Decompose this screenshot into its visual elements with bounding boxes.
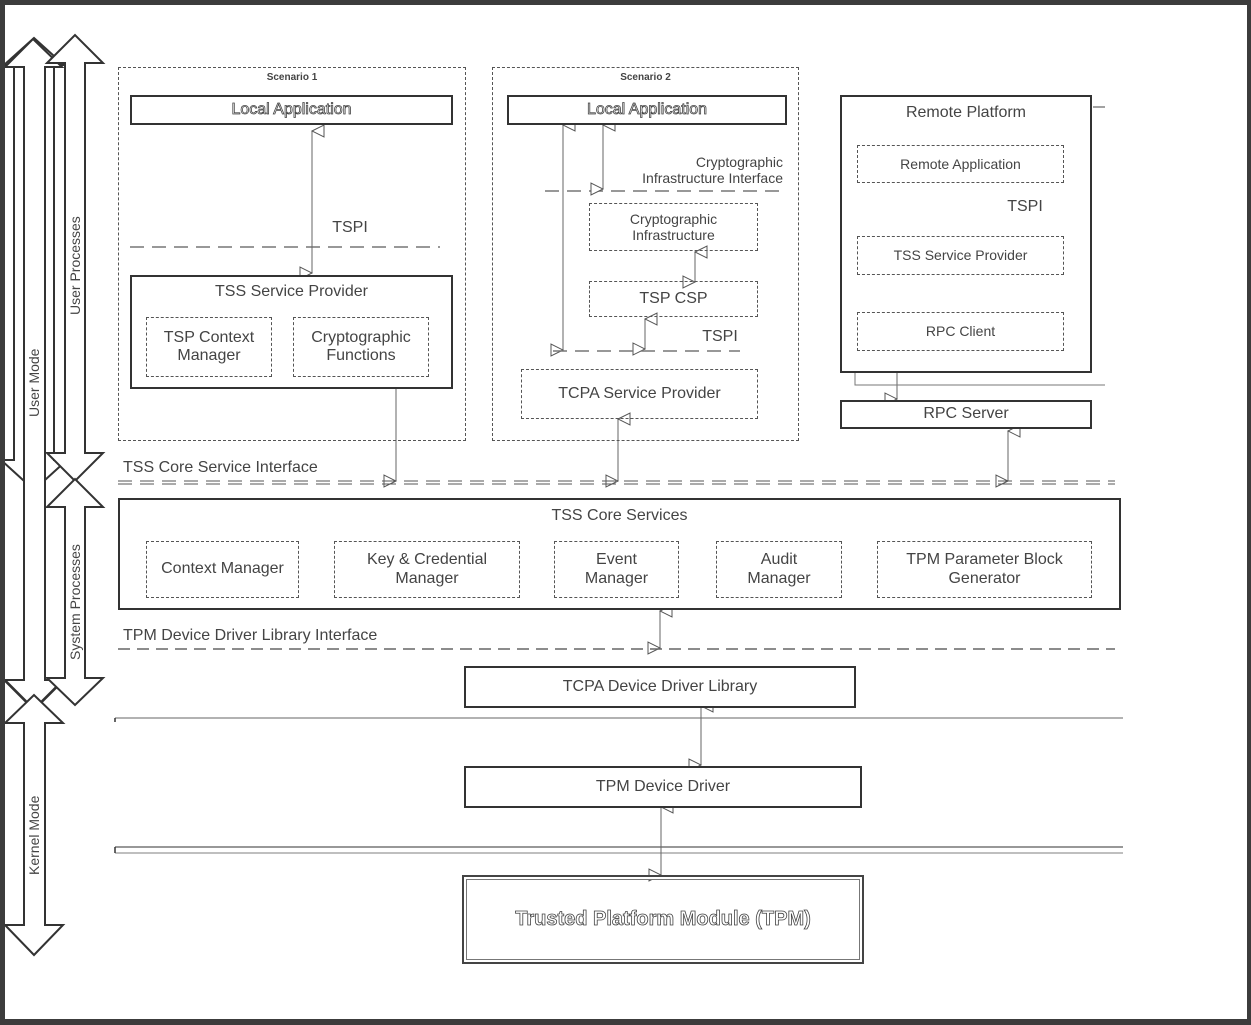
core-context-manager[interactable]: Context Manager	[146, 541, 299, 598]
core-event-manager[interactable]: Event Manager	[554, 541, 679, 598]
rpc-client[interactable]: RPC Client	[857, 312, 1064, 351]
core-tpm-parameter-block-generator[interactable]: TPM Parameter Block Generator	[877, 541, 1092, 598]
tss-core-services-title: TSS Core Services	[551, 506, 688, 524]
scenario2-title: Scenario 2	[620, 72, 671, 84]
scenario1-container	[118, 67, 466, 441]
connector-layer	[5, 33, 1123, 957]
remote-application[interactable]: Remote Application	[857, 145, 1064, 183]
remote-tspi-label: TSPI	[1007, 197, 1043, 215]
s1-local-application[interactable]: Local Application	[130, 95, 453, 125]
user-processes-arrow	[44, 33, 106, 483]
core-key-credential-manager[interactable]: Key & Credential Manager	[334, 541, 520, 598]
system-processes-label: System Processes	[67, 544, 83, 660]
s1-tss-service-provider-title: TSS Service Provider	[215, 282, 368, 300]
s1-tss-service-provider[interactable]	[130, 275, 453, 389]
tpm-device-driver[interactable]: TPM Device Driver	[464, 766, 862, 808]
kernel-mode-label: Kernel Mode	[26, 795, 42, 875]
user-mode-label: User Mode	[26, 348, 42, 417]
s2-local-application[interactable]: Local Application	[507, 95, 787, 125]
scenario1-title: Scenario 1	[266, 72, 318, 84]
tpm-label: Trusted Platform Module (TPM)	[515, 908, 811, 931]
user-processes-label: User Processes	[67, 216, 83, 315]
s2-cii-label: Cryptographic Infrastructure Interface	[642, 153, 783, 186]
trusted-platform-module[interactable]: Trusted Platform Module (TPM)	[462, 875, 864, 964]
s1-tspi-label: TSPI	[332, 218, 368, 236]
remote-platform-title: Remote Platform	[905, 103, 1027, 121]
s2-crypto-infrastructure[interactable]: Cryptographic Infrastructure	[589, 203, 758, 251]
remote-edge-line-bottom	[854, 372, 1105, 386]
s2-tsp-csp[interactable]: TSP CSP	[589, 281, 758, 317]
kernel-mode-arrow	[5, 693, 66, 957]
diagram-canvas: User Mode Kernel Mode User Processes Sys…	[5, 5, 1247, 1019]
s1-tsp-context-manager[interactable]: TSP Context Manager	[146, 317, 272, 377]
rpc-server[interactable]: RPC Server	[840, 400, 1092, 429]
core-audit-manager[interactable]: Audit Manager	[716, 541, 842, 598]
scenario2-container	[492, 67, 799, 441]
s1-crypto-functions[interactable]: Cryptographic Functions	[293, 317, 429, 377]
remote-platform-container	[840, 95, 1092, 373]
s2-tcpa-service-provider[interactable]: TCPA Service Provider	[521, 369, 758, 419]
tcpa-device-driver-library[interactable]: TCPA Device Driver Library	[464, 666, 856, 708]
s2-tspi-label: TSPI	[702, 327, 738, 345]
tss-core-services[interactable]	[118, 498, 1121, 610]
core-service-interface-label: TSS Core Service Interface	[123, 459, 318, 476]
ddl-interface-label: TPM Device Driver Library Interface	[123, 627, 378, 644]
remote-tss-service-provider[interactable]: TSS Service Provider	[857, 236, 1064, 275]
system-processes-arrow	[44, 477, 106, 707]
